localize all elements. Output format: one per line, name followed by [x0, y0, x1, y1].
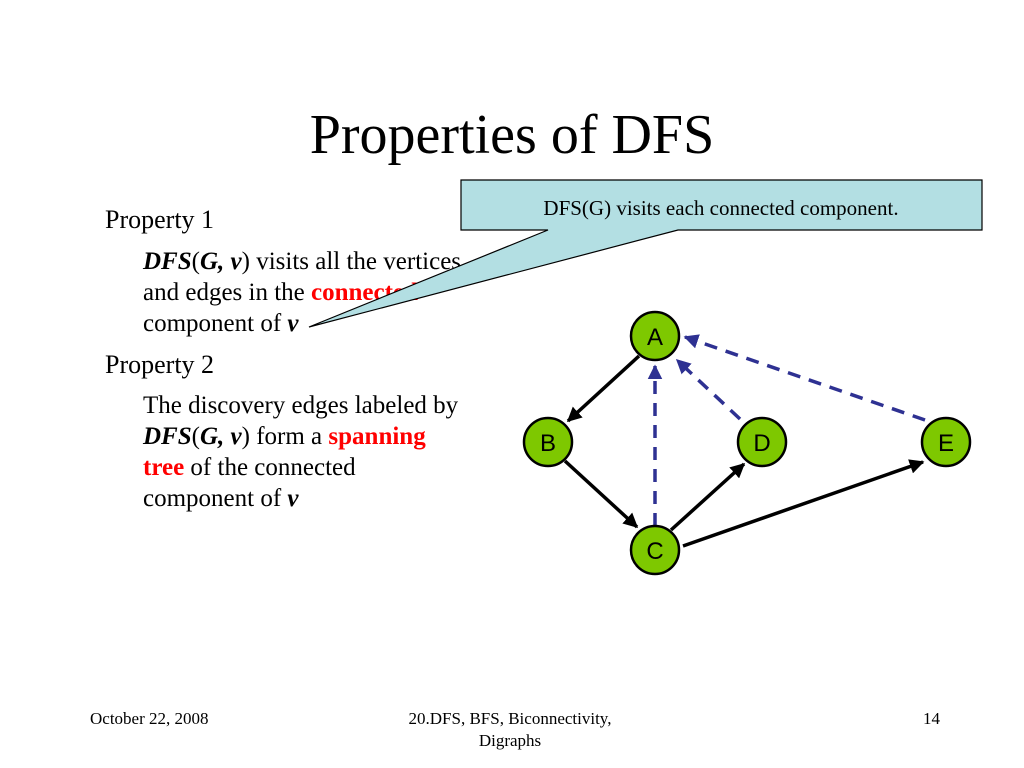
edge-a-b — [566, 354, 641, 423]
property-2-heading: Property 2 — [105, 350, 215, 379]
slide-title: Properties of DFS — [309, 104, 715, 166]
dfs-function-label: DFS — [143, 423, 192, 450]
property-2-line-4: component of v — [143, 483, 299, 514]
property-2-text-3: of the connected — [184, 454, 356, 481]
footer-course-line-1: 20.DFS, BFS, Biconnectivity, — [408, 709, 612, 728]
node-e-label: E — [938, 430, 954, 457]
callout: DFS(G) visits each connected component. — [308, 179, 983, 328]
edge-c-d — [669, 462, 746, 532]
node-c-label: C — [646, 538, 663, 565]
node-e: E — [920, 416, 972, 468]
node-a: A — [629, 310, 681, 362]
property-1-heading: Property 1 — [105, 205, 215, 234]
callout-shape — [308, 179, 983, 328]
footer-date: October 22, 2008 — [90, 709, 209, 728]
vertex-variable: v — [287, 485, 299, 512]
node-a-label: A — [647, 324, 663, 351]
property-2-line-2: DFS(G, v) form a spanning — [143, 423, 426, 450]
footer-course-line-2: Digraphs — [478, 731, 542, 750]
property-1-text-3: component of — [143, 310, 288, 337]
property-1-text-2: and edges in the — [143, 279, 312, 306]
node-b-label: B — [540, 430, 556, 457]
property-2-line-3: tree of the connected — [143, 452, 356, 483]
spanning-highlight: spanning — [328, 423, 426, 450]
node-b: B — [522, 416, 574, 468]
property-2-text-4: component of — [143, 485, 288, 512]
back-edge-d-a — [675, 358, 742, 421]
discovery-edges — [563, 354, 925, 548]
property-2-line-1: The discovery edges labeled by — [143, 392, 459, 419]
vertex-variable: v — [287, 310, 299, 337]
property-1-line-3: component of v — [143, 308, 299, 339]
back-edges — [647, 334, 926, 526]
edge-b-c — [563, 459, 639, 529]
property-1-text-1: visits all the vertices — [249, 248, 462, 275]
dfs-function-label: DFS — [143, 248, 192, 275]
footer-page-number: 14 — [923, 709, 940, 728]
dfs-args: G, v — [199, 423, 242, 450]
node-d: D — [736, 416, 788, 468]
property-1-line-1: DFS(G, v) visits all the vertices — [143, 248, 462, 275]
node-d-label: D — [753, 430, 770, 457]
back-edge-e-a — [683, 334, 926, 422]
dfs-args: G, v — [199, 248, 242, 275]
tree-highlight: tree — [143, 454, 185, 481]
callout-text: DFS(G) visits each connected component. — [543, 196, 898, 220]
footer-course: 20.DFS, BFS, Biconnectivity, Digraphs — [350, 708, 670, 752]
edge-c-e — [682, 459, 925, 548]
property-2-text-2: form a — [249, 423, 329, 450]
node-c: C — [629, 524, 681, 576]
